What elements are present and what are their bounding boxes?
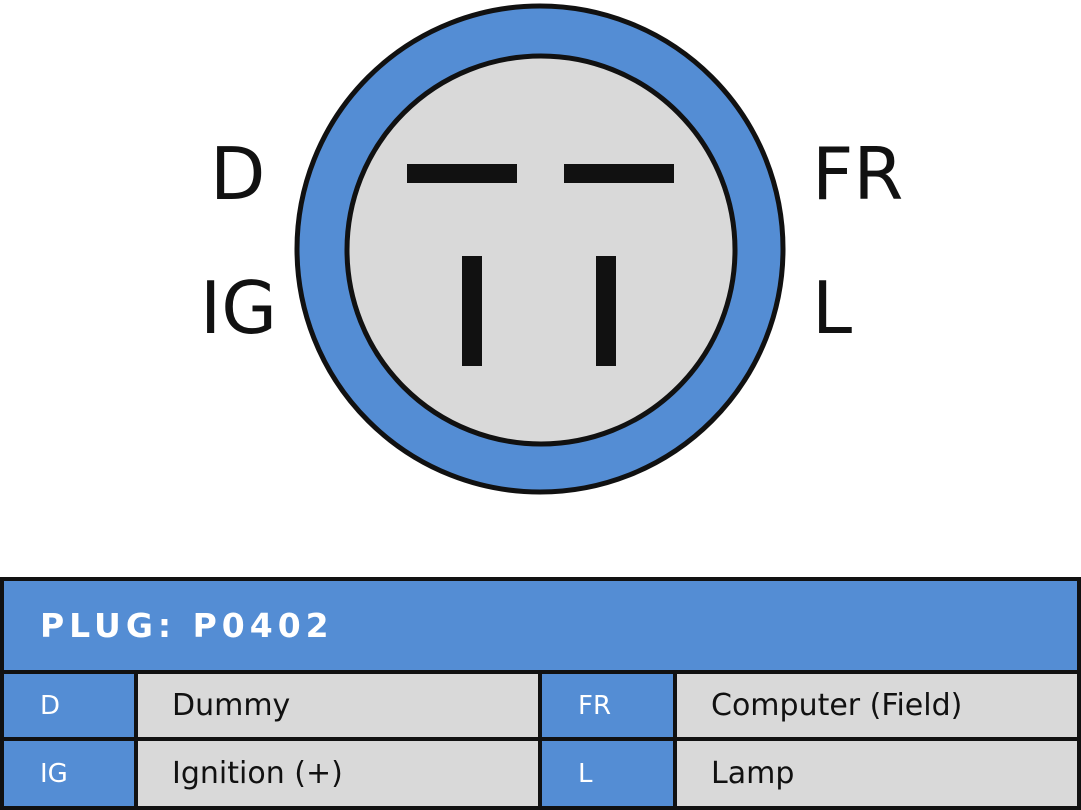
connector-face — [344, 53, 738, 447]
table-title: PLUG: P0402 — [4, 581, 1077, 670]
row1-desc2: Computer (Field) — [677, 674, 1077, 737]
row1-code2: FR — [542, 674, 673, 737]
row2-desc2: Lamp — [677, 741, 1077, 806]
pin-label-fr: FR — [812, 132, 904, 216]
terminal-fr — [564, 164, 674, 183]
terminal-l — [596, 256, 616, 366]
terminal-d — [407, 164, 517, 183]
terminal-ig — [462, 256, 482, 366]
pin-label-l: L — [812, 266, 853, 350]
pin-label-d: D — [210, 132, 266, 216]
row1-code1: D — [4, 674, 134, 737]
plug-table: PLUG: P0402 D Dummy FR Computer (Field) … — [0, 577, 1081, 810]
pin-label-ig: IG — [200, 266, 278, 350]
row2-desc1: Ignition (+) — [138, 741, 538, 806]
row1-desc1: Dummy — [138, 674, 538, 737]
row2-code2: L — [542, 741, 673, 806]
connector-diagram — [294, 3, 786, 495]
row2-code1: IG — [4, 741, 134, 806]
